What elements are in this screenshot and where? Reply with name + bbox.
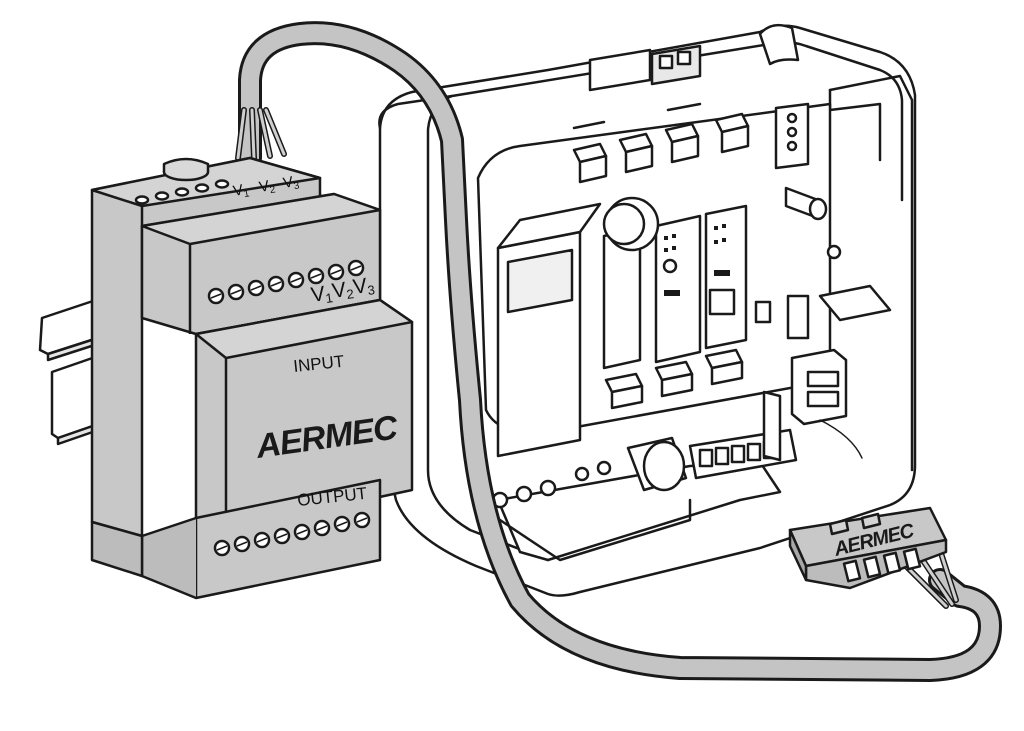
- aermec-module: [90, 156, 414, 600]
- front-terminal-v2: V2: [330, 277, 354, 304]
- top-terminal-v3: V3: [282, 172, 301, 193]
- front-terminal-v1: V1: [309, 281, 333, 308]
- front-terminal-v3: V3: [351, 273, 375, 300]
- input-terminal-screws: [207, 259, 365, 305]
- cable-connector: [788, 506, 948, 590]
- top-terminal-v2: V2: [258, 176, 277, 197]
- top-terminal-v1: V1: [232, 180, 251, 201]
- interconnect-cable: [235, 21, 1002, 682]
